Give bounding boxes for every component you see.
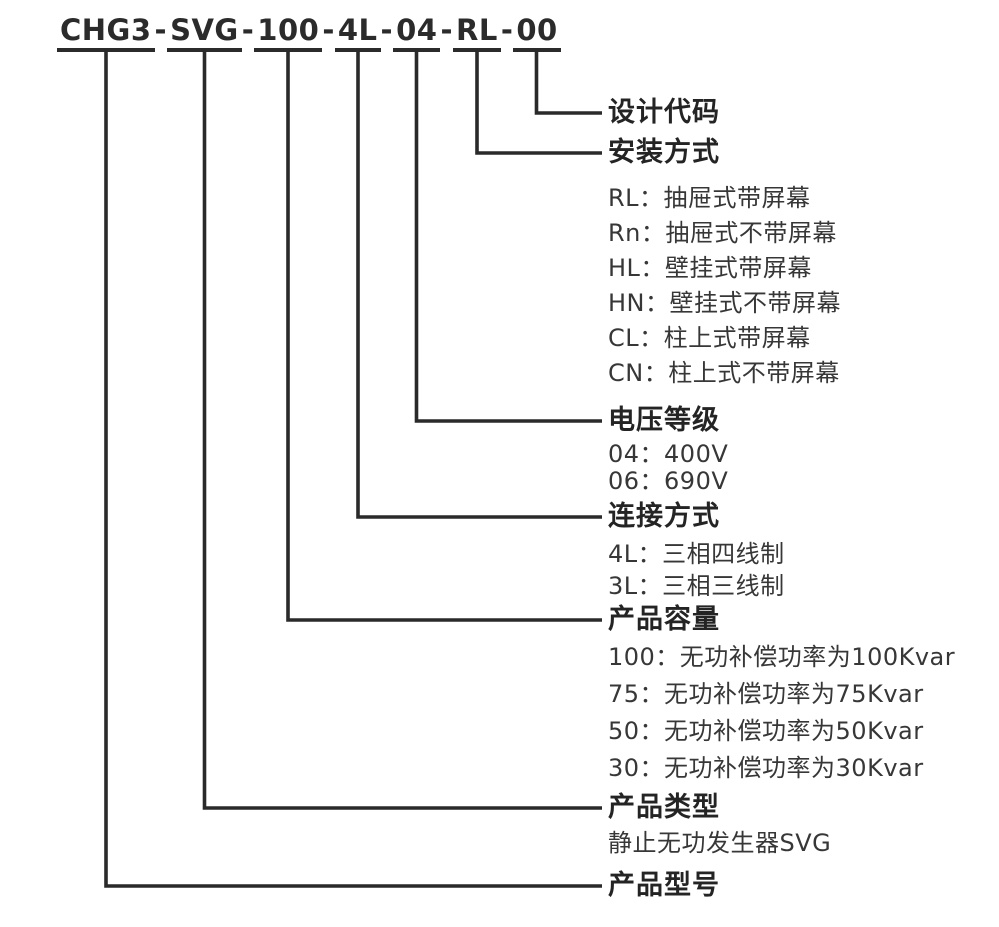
model-segment-4L: 4L bbox=[334, 13, 381, 52]
option-row: 06：690V bbox=[608, 467, 729, 495]
section-options-connection: 4L：三相四线制 3L：三相三线制 bbox=[608, 538, 785, 602]
option-row: Rn：抽屉式不带屏幕 bbox=[608, 219, 837, 247]
section-mounting: 安装方式 RL：抽屉式带屏幕 Rn：抽屉式不带屏幕 HL：壁挂式带屏幕 HN：壁挂式不带… bbox=[608, 137, 841, 391]
model-separator: - bbox=[154, 13, 168, 47]
option-row: CN：柱上式不带屏幕 bbox=[608, 359, 840, 387]
section-product-type: 产品类型静止无功发生器SVG bbox=[608, 792, 831, 857]
option-row: 30：无功补偿功率为30Kvar bbox=[608, 754, 924, 782]
section-connection: 连接方式 4L：三相四线制 3L：三相三线制 bbox=[608, 501, 785, 602]
model-separator: - bbox=[440, 13, 453, 47]
option-row: 静止无功发生器SVG bbox=[608, 829, 832, 857]
section-capacity: 产品容量 100：无功补偿功率为100Kvar 75：无功补偿功率为75Kvar 50… bbox=[608, 604, 955, 787]
option-row: 3L：三相三线制 bbox=[608, 572, 785, 600]
model-separator: - bbox=[500, 13, 514, 47]
connector-line-voltage bbox=[414, 50, 602, 423]
connector-line-product-type bbox=[202, 50, 602, 810]
model-segment-RL: RL bbox=[453, 13, 501, 52]
section-heading-voltage: 电压等级 bbox=[608, 405, 720, 436]
option-row: 50：无功补偿功率为50Kvar bbox=[608, 717, 924, 745]
option-row: HN：壁挂式不带屏幕 bbox=[608, 289, 841, 317]
option-row: 100：无功补偿功率为100Kvar bbox=[608, 643, 956, 671]
section-heading-connection: 连接方式 bbox=[608, 501, 720, 532]
connector-line-product-model bbox=[104, 50, 602, 888]
connector-line-connection bbox=[356, 50, 602, 519]
model-separator: - bbox=[380, 13, 394, 47]
section-options-mounting: RL：抽屉式带屏幕 Rn：抽屉式不带屏幕 HL：壁挂式带屏幕 HN：壁挂式不带屏幕 CL… bbox=[608, 181, 841, 391]
connector-line-mounting bbox=[475, 50, 602, 155]
model-separator: - bbox=[322, 13, 335, 47]
section-options-capacity: 100：无功补偿功率为100Kvar 75：无功补偿功率为75Kvar 50：无功补… bbox=[608, 639, 955, 787]
section-heading-capacity: 产品容量 bbox=[608, 604, 720, 635]
option-row: 04：400V bbox=[608, 440, 729, 468]
model-segment-100: 100 bbox=[254, 13, 323, 52]
model-code-title: CHG3-SVG-100-4L-04-RL-00 bbox=[57, 13, 561, 52]
model-segment-04: 04 bbox=[393, 13, 441, 52]
section-design-code: 设计代码 bbox=[608, 97, 720, 129]
section-heading-mounting: 安装方式 bbox=[608, 137, 720, 168]
model-separator: - bbox=[241, 13, 255, 47]
section-options-product-type: 静止无功发生器SVG bbox=[608, 829, 831, 857]
connector-line-design-code bbox=[534, 50, 602, 115]
section-heading-product-model: 产品型号 bbox=[608, 870, 720, 901]
connector-line-capacity bbox=[286, 50, 602, 622]
option-row: HL：壁挂式带屏幕 bbox=[608, 254, 812, 282]
option-row: 4L：三相四线制 bbox=[608, 540, 785, 568]
option-row: 75：无功补偿功率为75Kvar bbox=[608, 680, 924, 708]
section-product-model: 产品型号 bbox=[608, 870, 720, 902]
option-row: RL：抽屉式带屏幕 bbox=[608, 184, 811, 212]
model-segment-00: 00 bbox=[513, 13, 561, 52]
section-heading-design-code: 设计代码 bbox=[608, 97, 720, 128]
model-segment-SVG: SVG bbox=[167, 13, 242, 52]
option-row: CL：柱上式带屏幕 bbox=[608, 324, 811, 352]
model-segment-CHG3: CHG3 bbox=[57, 13, 155, 52]
section-heading-product-type: 产品类型 bbox=[608, 792, 720, 823]
